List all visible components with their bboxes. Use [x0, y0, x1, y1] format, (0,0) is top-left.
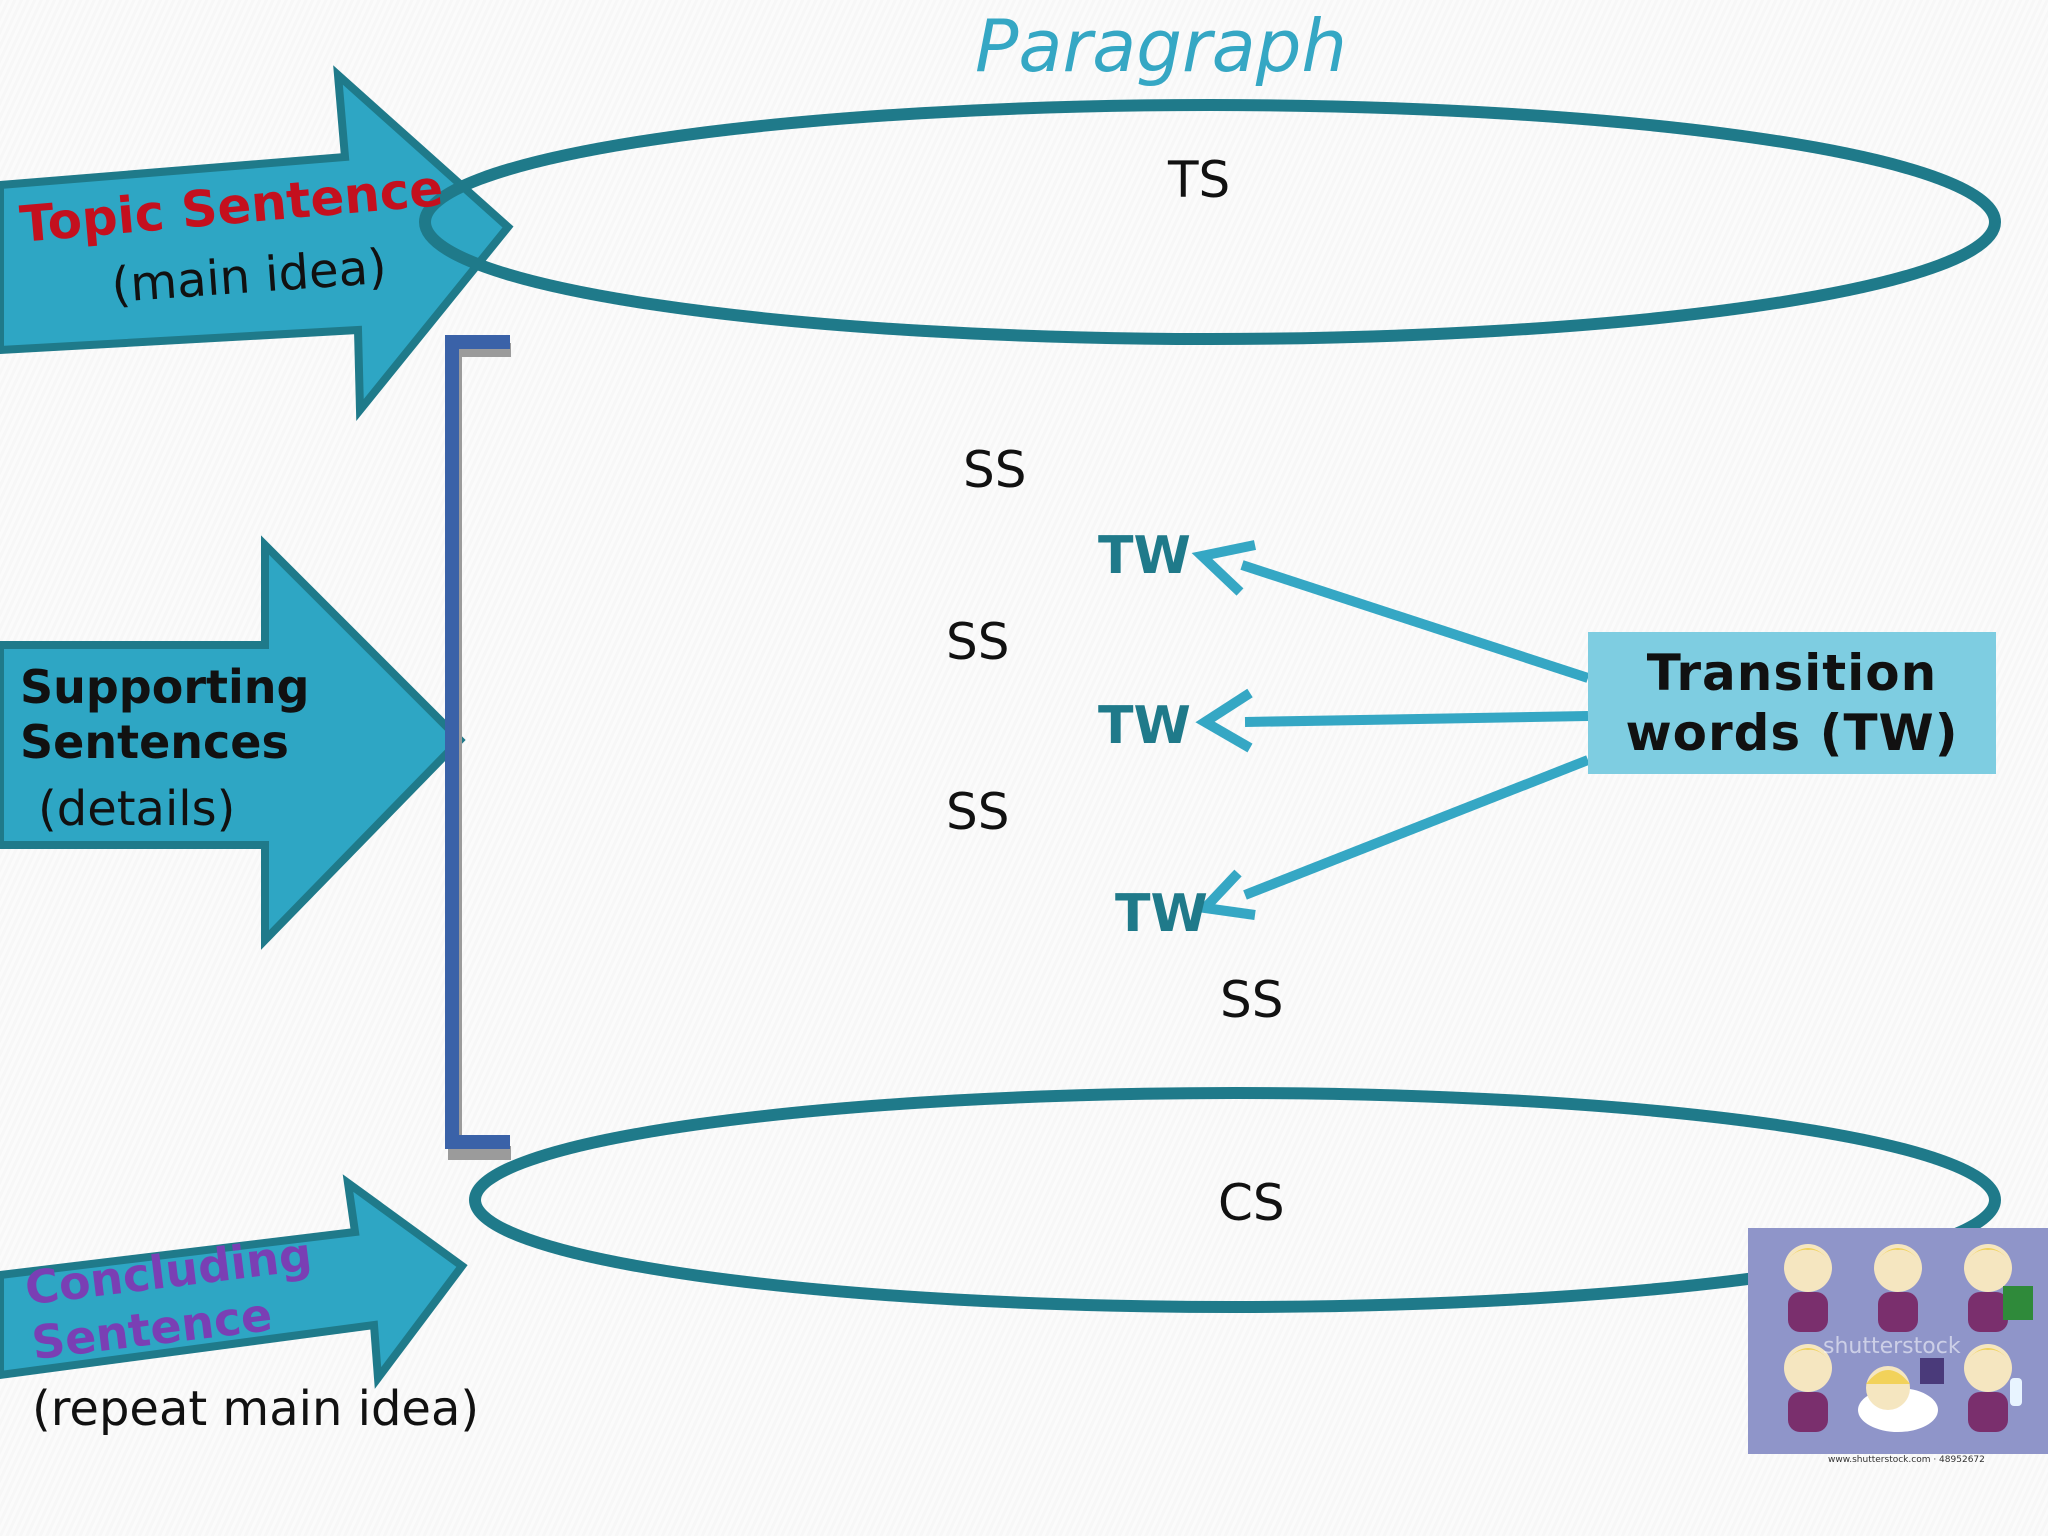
clipart-image: shutterstock: [1748, 1228, 2048, 1454]
transition-words-box: Transition words (TW): [1588, 632, 1996, 774]
diagram-title: Paragraph: [975, 4, 1348, 88]
supporting-sentences-label: Supporting Sentences: [20, 660, 310, 770]
supporting-bracket-front: [445, 335, 510, 1149]
supporting-arrow-shape: [0, 535, 466, 950]
connector-line-3: [1243, 755, 1590, 900]
clipart-children-icon: [1784, 1244, 2033, 1432]
connector-arrowhead-1: [1191, 540, 1257, 596]
supporting-bracket: [448, 343, 511, 1160]
connector-arrowhead-2: [1195, 688, 1253, 753]
clipart-watermark: shutterstock: [1823, 1336, 1961, 1358]
ts-abbrev: TS: [1168, 151, 1231, 209]
connector-arrowhead-3: [1194, 869, 1256, 920]
concluding-sentence-sublabel: (repeat main idea): [32, 1381, 480, 1437]
ss-abbrev-1: SS: [963, 441, 1027, 499]
clipart-caption: www.shutterstock.com · 48952672: [1828, 1455, 1985, 1465]
transition-connectors: [1191, 540, 1590, 920]
ss-abbrev-3: SS: [946, 783, 1010, 841]
ss-abbrev-2: SS: [946, 613, 1010, 671]
tw-abbrev-1: TW: [1098, 526, 1191, 586]
concluding-arrow-shape: [0, 1174, 468, 1389]
tw-abbrev-3: TW: [1115, 884, 1208, 944]
concluding-sentence-ellipse: [469, 1087, 2001, 1313]
ss-abbrev-4: SS: [1220, 971, 1284, 1029]
clipart-photo: shutterstock www.shutterstock.com · 4895…: [1748, 1228, 2048, 1488]
tw-abbrev-2: TW: [1098, 696, 1191, 756]
connector-line-1: [1240, 560, 1590, 683]
topic-arrow-shape: [0, 65, 514, 421]
topic-sentence-ellipse: [419, 99, 2001, 345]
supporting-sentences-sublabel: (details): [38, 781, 236, 837]
watermark-text: shutterstock: [1823, 1334, 1961, 1359]
cs-abbrev: CS: [1218, 1174, 1285, 1232]
transition-words-label: Transition words (TW): [1625, 644, 1959, 762]
connector-line-2: [1244, 711, 1589, 727]
